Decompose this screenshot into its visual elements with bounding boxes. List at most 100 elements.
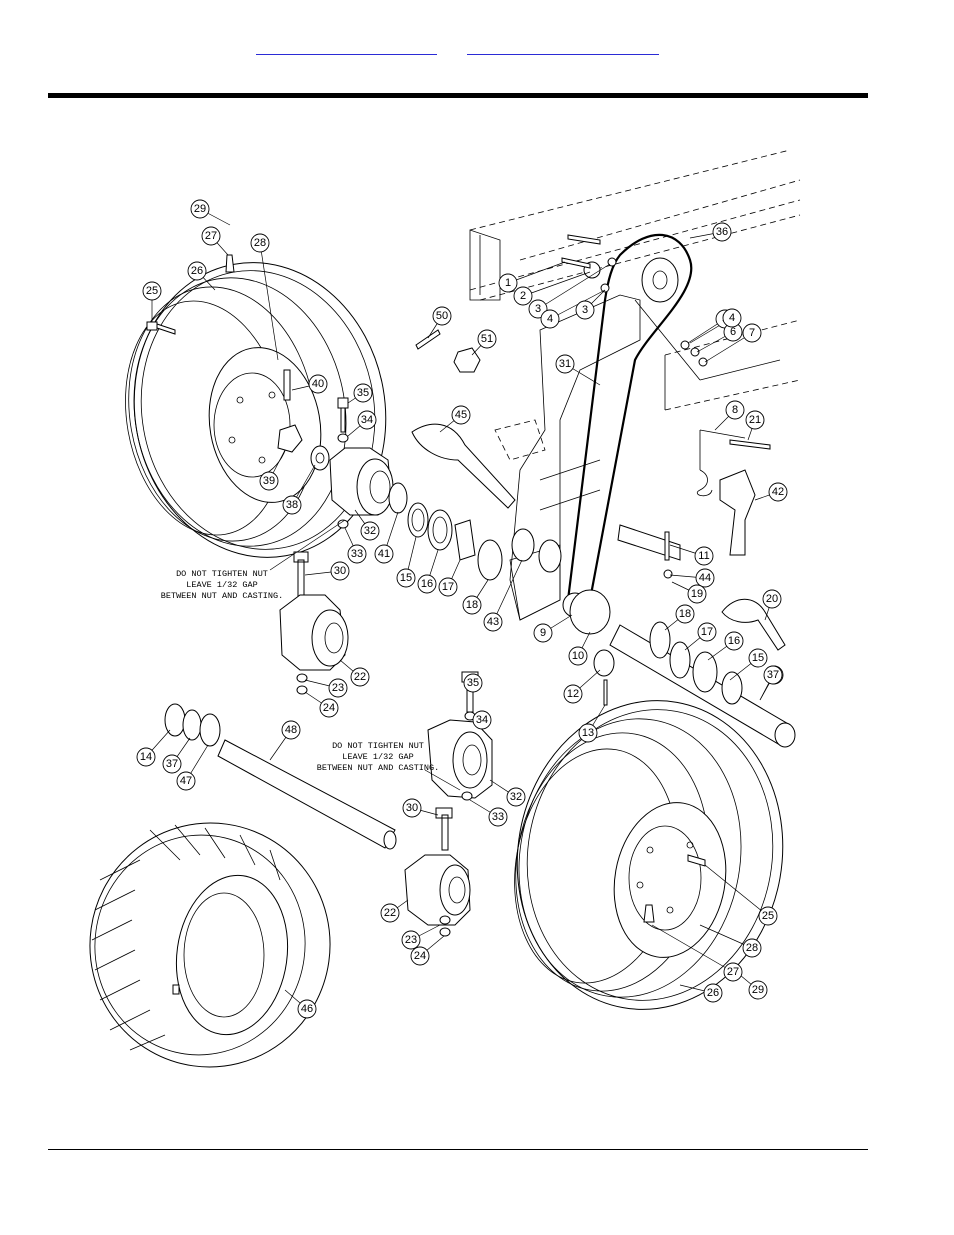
callout-30[interactable]: 30 — [402, 798, 422, 818]
callout-10[interactable]: 10 — [568, 646, 588, 666]
hub-upper — [329, 447, 394, 516]
callout-15[interactable]: 15 — [396, 568, 416, 588]
callout-2[interactable]: 2 — [513, 286, 533, 306]
callout-number: 36 — [716, 226, 728, 238]
callout-15[interactable]: 15 — [748, 648, 768, 668]
callout-41[interactable]: 41 — [374, 544, 394, 564]
callout-number: 32 — [510, 791, 522, 803]
callout-circle — [762, 589, 782, 609]
callout-35[interactable]: 35 — [463, 673, 483, 693]
callout-18[interactable]: 18 — [675, 604, 695, 624]
nut-10 — [663, 569, 673, 579]
callout-47[interactable]: 47 — [176, 771, 196, 791]
callout-34[interactable]: 34 — [472, 710, 492, 730]
callout-4[interactable]: 4 — [722, 308, 742, 328]
pin-9 — [664, 531, 670, 561]
callout-3[interactable]: 3 — [575, 300, 595, 320]
callout-17[interactable]: 17 — [438, 577, 458, 597]
callout-28[interactable]: 28 — [742, 938, 762, 958]
callout-19[interactable]: 19 — [687, 584, 707, 604]
callout-number: 2 — [520, 290, 526, 302]
callout-14[interactable]: 14 — [136, 747, 156, 767]
callout-circle — [350, 667, 370, 687]
callout-29[interactable]: 29 — [190, 199, 210, 219]
callout-29[interactable]: 29 — [748, 980, 768, 1000]
callout-4[interactable]: 4 — [540, 309, 560, 329]
callout-1[interactable]: 1 — [498, 273, 518, 293]
callout-27[interactable]: 27 — [723, 962, 743, 982]
callout-6[interactable]: 6 — [723, 322, 743, 342]
callout-25[interactable]: 25 — [142, 281, 162, 301]
callout-43[interactable]: 43 — [483, 612, 503, 632]
callout-circle — [357, 410, 377, 430]
callout-circle — [477, 329, 497, 349]
callout-9[interactable]: 9 — [533, 623, 553, 643]
header-link-2[interactable] — [467, 40, 659, 55]
callout-24[interactable]: 24 — [410, 946, 430, 966]
callout-21[interactable]: 21 — [745, 410, 765, 430]
callout-22[interactable]: 22 — [350, 667, 370, 687]
callout-28[interactable]: 28 — [250, 233, 270, 253]
callout-46[interactable]: 46 — [297, 999, 317, 1019]
callout-24[interactable]: 24 — [319, 698, 339, 718]
callout-number: 25 — [146, 285, 158, 297]
callout-number: 33 — [351, 548, 363, 560]
callout-circle — [575, 300, 595, 320]
callout-16[interactable]: 16 — [417, 574, 437, 594]
callout-13[interactable]: 13 — [578, 723, 598, 743]
callout-27[interactable]: 27 — [201, 226, 221, 246]
callout-23[interactable]: 23 — [328, 678, 348, 698]
callout-48[interactable]: 48 — [281, 720, 301, 740]
callout-7[interactable]: 7 — [742, 323, 762, 343]
callout-12[interactable]: 12 — [563, 684, 583, 704]
callout-22[interactable]: 22 — [380, 903, 400, 923]
nut-5 — [690, 347, 700, 357]
callout-16[interactable]: 16 — [724, 631, 744, 651]
callout-circle — [410, 946, 430, 966]
callout-8[interactable]: 8 — [725, 400, 745, 420]
callout-23[interactable]: 23 — [401, 930, 421, 950]
callout-32[interactable]: 32 — [506, 787, 526, 807]
callout-11[interactable]: 11 — [694, 546, 714, 566]
pin-40 — [283, 369, 291, 401]
callout-circle — [380, 903, 400, 923]
callout-50[interactable]: 50 — [432, 306, 452, 326]
callout-circle — [675, 604, 695, 624]
callout-25[interactable]: 25 — [758, 906, 778, 926]
callout-circle — [308, 374, 328, 394]
callout-36[interactable]: 36 — [712, 222, 732, 242]
callout-34[interactable]: 34 — [357, 410, 377, 430]
leader-27-x10 — [651, 924, 734, 973]
callout-35[interactable]: 35 — [353, 383, 373, 403]
bolt-1a — [567, 234, 601, 245]
callout-44[interactable]: 44 — [695, 568, 715, 588]
callout-38[interactable]: 38 — [282, 495, 302, 515]
callout-33[interactable]: 33 — [347, 544, 367, 564]
header-link-1[interactable] — [256, 40, 437, 55]
callout-37[interactable]: 37 — [162, 754, 182, 774]
callout-40[interactable]: 40 — [308, 374, 328, 394]
callout-number: 37 — [767, 669, 779, 681]
callout-42[interactable]: 42 — [768, 482, 788, 502]
callout-33[interactable]: 33 — [488, 807, 508, 827]
callout-45[interactable]: 45 — [451, 405, 471, 425]
callout-circle — [396, 568, 416, 588]
nut-51 — [453, 347, 481, 373]
callout-30[interactable]: 30 — [330, 561, 350, 581]
callout-37[interactable]: 37 — [763, 665, 783, 685]
callout-number: 27 — [727, 966, 739, 978]
callout-circle — [319, 698, 339, 718]
callout-circle — [142, 281, 162, 301]
callout-32[interactable]: 32 — [360, 521, 380, 541]
callout-number: 34 — [476, 714, 488, 726]
callout-18[interactable]: 18 — [462, 595, 482, 615]
callout-31[interactable]: 31 — [555, 354, 575, 374]
callout-51[interactable]: 51 — [477, 329, 497, 349]
callout-26[interactable]: 26 — [703, 983, 723, 1003]
callout-26[interactable]: 26 — [187, 261, 207, 281]
callout-number: 1 — [505, 277, 511, 289]
callout-20[interactable]: 20 — [762, 589, 782, 609]
callout-17[interactable]: 17 — [697, 622, 717, 642]
callout-39[interactable]: 39 — [259, 471, 279, 491]
